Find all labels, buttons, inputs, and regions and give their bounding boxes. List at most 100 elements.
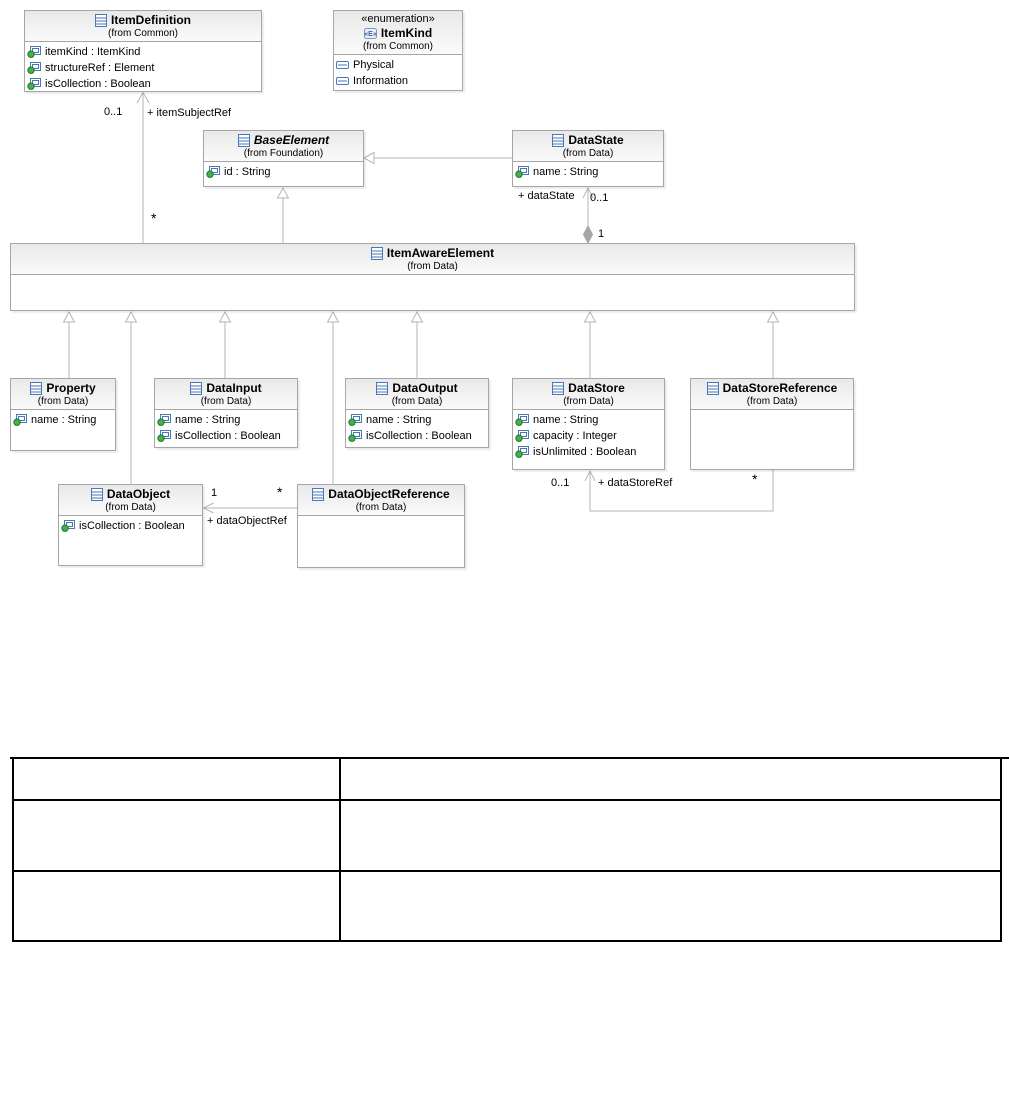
attributes-compartment-empty [691,410,853,414]
attribute-row: itemKind : ItemKind [27,44,259,60]
literals-compartment: Physical Information [334,55,462,91]
generalization-triangle-icon [276,186,290,199]
attribute-text: isCollection : Boolean [175,430,281,442]
table-top-rule [10,757,1009,759]
role-label: + dataStoreRef [598,477,673,489]
class-title: DataObject [61,487,200,502]
class-baseelement: BaseElement (from Foundation) id : Strin… [203,130,364,187]
class-icon [30,382,43,395]
composition-diamond-icon [582,224,594,245]
class-header: Property (from Data) [11,379,115,410]
class-datastate: DataState (from Data) name : String [512,130,664,187]
class-dataoutput: DataOutput (from Data) name : String isC… [345,378,489,448]
multiplicity-label: 0..1 [590,192,609,204]
enum-literal-icon [336,77,349,85]
attribute-text: isUnlimited : Boolean [533,446,637,458]
class-icon [237,134,250,147]
attribute-icon [157,430,171,442]
class-package: (from Data) [105,502,156,513]
class-header: ItemDefinition (from Common) [25,11,261,42]
literal-row: Physical [336,57,460,73]
attribute-icon [515,166,529,178]
class-datastore: DataStore (from Data) name : String capa… [512,378,665,470]
attribute-text: capacity : Integer [533,430,617,442]
attributes-compartment: name : String [513,162,663,182]
generalization-triangle-icon [62,310,76,323]
multiplicity-label: 0..1 [104,106,123,118]
multiplicity-label: 1 [211,487,218,499]
open-arrowhead-icon [202,502,214,514]
attribute-row: isUnlimited : Boolean [515,444,662,460]
table-cell [341,801,1000,872]
attribute-icon [27,62,41,74]
class-name: ItemKind [380,26,433,40]
role-label: + dataObjectRef [207,515,287,527]
multiplicity-label: * [752,471,758,487]
attribute-text: name : String [175,414,241,426]
attribute-text: isCollection : Boolean [79,520,185,532]
generalization-triangle-icon [410,310,424,323]
attributes-compartment: name : String capacity : Integer isUnlim… [513,410,664,462]
attributes-compartment-empty [298,516,464,520]
attribute-text: id : String [224,166,271,178]
enumeration-icon [363,28,377,39]
class-title: DataOutput [348,381,486,396]
class-name: ItemDefinition [111,13,191,27]
class-package: (from Data) [407,261,458,272]
attribute-icon [157,414,171,426]
class-name: DataOutput [392,381,458,395]
multiplicity-label: * [151,210,157,226]
class-itemawareelement: ItemAwareElement (from Data) [10,243,855,311]
class-title: ItemAwareElement [13,246,852,261]
attribute-icon [348,430,362,442]
attribute-text: structureRef : Element [45,62,155,74]
open-arrowhead-icon [136,91,150,104]
class-name: DataStore [568,381,625,395]
attribute-text: name : String [366,414,432,426]
attributes-compartment: name : String [11,410,115,430]
literal-text: Physical [353,59,394,71]
attribute-row: capacity : Integer [515,428,662,444]
class-header: DataState (from Data) [513,131,663,162]
attribute-icon [515,430,529,442]
class-icon [95,14,107,27]
class-title: DataStore [515,381,662,396]
literal-row: Information [336,73,460,89]
attribute-icon [515,446,529,458]
class-icon [370,247,383,260]
class-header: ItemAwareElement (from Data) [11,244,854,275]
attribute-icon [61,520,75,532]
class-title: DataInput [157,381,295,396]
class-icon [190,382,203,395]
class-name: DataObject [106,487,171,501]
class-package: (from Foundation) [243,148,324,159]
class-package: (from Data) [200,396,252,407]
attribute-icon [13,414,27,426]
bottom-table [12,759,1002,942]
class-header: DataInput (from Data) [155,379,297,410]
attribute-text: isCollection : Boolean [45,78,151,90]
attribute-icon [348,414,362,426]
attribute-text: name : String [31,414,97,426]
class-icon [552,382,565,395]
class-package: (from Data) [37,396,89,407]
class-header: DataObject (from Data) [59,485,202,516]
enum-literal-icon [336,61,349,69]
class-title: Property [13,381,113,396]
attribute-row: structureRef : Element [27,60,259,76]
attribute-icon [515,414,529,426]
class-header: DataObjectReference (from Data) [298,485,464,516]
attribute-text: name : String [533,414,599,426]
class-icon [376,382,389,395]
attribute-text: name : String [533,166,599,178]
literal-text: Information [353,75,409,87]
class-icon [90,488,103,501]
role-label: + dataState [518,190,575,202]
class-package: (from Data) [391,396,443,407]
attribute-row: isCollection : Boolean [27,76,259,92]
stereotype-label: «enumeration» [361,13,435,25]
table-cell [14,872,341,940]
attributes-compartment: isCollection : Boolean [59,516,202,536]
multiplicity-label: 1 [598,228,605,240]
class-header: DataStoreReference (from Data) [691,379,853,410]
